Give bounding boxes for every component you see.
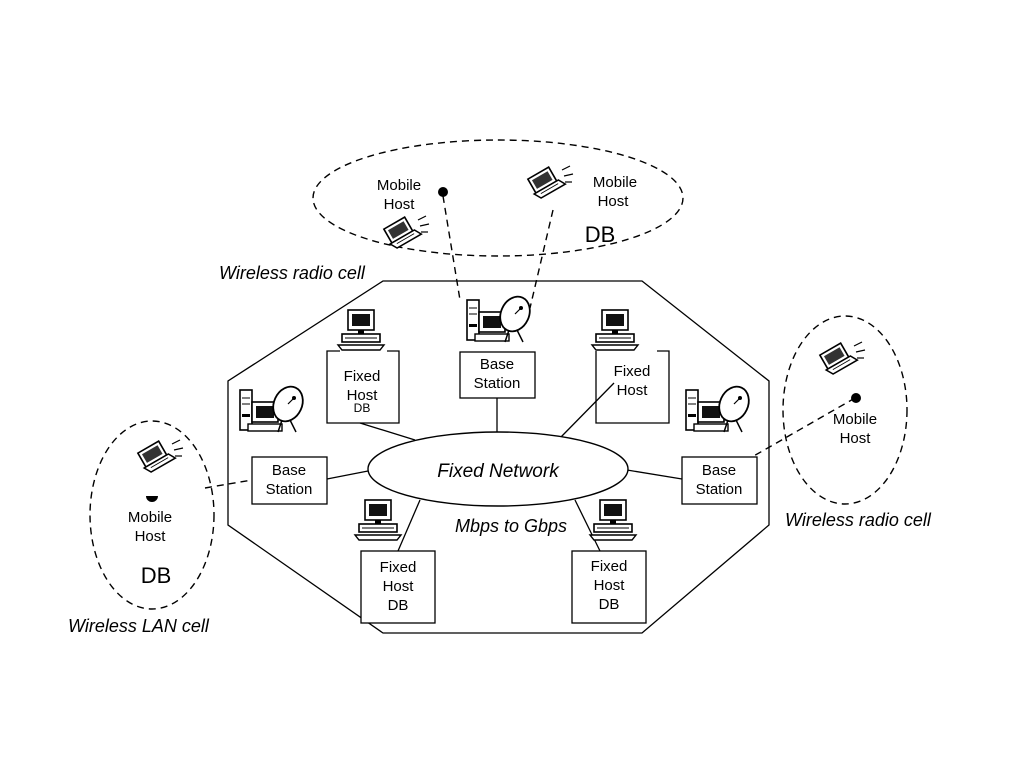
base-top-line1: Base [480,356,514,373]
satellite-dish-icon [239,380,310,433]
top-host-b-line2: Host [598,193,630,210]
desktop-computer-icon [354,499,402,541]
base-station-top: Base Station [459,290,537,399]
fixed-host-upper-left: Fixed Host DB [326,309,400,424]
desktop-computer-icon [337,309,385,351]
fixed-lr-line1: Fixed [591,558,628,575]
fixed-ur-line1: Fixed [614,363,651,380]
wireless-link-top-a [442,195,461,301]
base-left-line1: Base [272,462,306,479]
right-cell-content: Mobile Host Wireless radio cell [785,339,932,530]
fixed-ul-line1: Fixed [344,368,381,385]
antenna-dot [438,187,448,197]
left-host-line2: Host [135,528,167,545]
fixed-network-ellipse [367,431,629,507]
fixed-network-speed: Mbps to Gbps [455,516,567,536]
fixed-network-label: Fixed Network [437,461,560,482]
fixed-ul-db: DB [354,401,371,415]
antenna-dot [146,496,158,502]
top-host-a-line2: Host [384,196,416,213]
wireless-link-left [204,479,253,489]
antenna-dot [851,393,861,403]
right-host-line1: Mobile [833,411,877,428]
laptop-icon [525,163,574,201]
satellite-dish-icon [685,380,756,433]
link-fixed-ul [359,422,416,441]
fixed-ll-line2: Host [383,578,415,595]
fixed-ll-line1: Fixed [380,559,417,576]
top-host-b-line1: Mobile [593,174,637,191]
wireless-link-right [751,397,856,458]
link-fixed-lr [574,499,601,552]
right-cell-caption: Wireless radio cell [785,510,932,530]
top-cell-caption: Wireless radio cell [219,263,366,283]
desktop-computer-icon [589,499,637,541]
left-lan-cell [89,420,215,610]
fixed-ul-line2: Host [347,387,379,404]
top-radio-cell [312,139,684,257]
link-base-right [626,469,683,480]
right-radio-cell [782,315,908,505]
fixed-host-lower-right: Fixed Host DB [571,499,647,624]
fixed-host-lower-left: Fixed Host DB [354,499,436,624]
link-base-left [326,470,369,480]
laptop-icon [135,437,184,475]
base-right-line1: Base [702,462,736,479]
top-host-a-line1: Mobile [377,177,421,194]
desktop-computer-icon [591,309,639,351]
top-cell-db: DB [585,222,616,247]
left-cell-content: Mobile Host DB Wireless LAN cell [68,437,210,636]
laptop-icon [817,339,866,377]
base-top-line2: Station [474,375,521,392]
base-station-left: Base Station [239,380,328,505]
fixed-host-upper-right: Fixed Host [591,309,670,424]
fixed-ll-line3: DB [388,597,409,614]
wireless-link-top-b [529,209,554,309]
link-fixed-ll [397,499,421,552]
left-cell-db: DB [141,563,172,588]
base-station-right: Base Station [681,380,758,505]
top-cell-content: Mobile Host Mobile Host DB Wireless radi… [219,163,637,283]
link-fixed-ur [559,382,615,439]
base-right-line2: Station [696,481,743,498]
fixed-ur-line2: Host [617,382,649,399]
fixed-network-boundary [227,280,770,634]
satellite-dish-icon [466,290,537,343]
left-host-line1: Mobile [128,509,172,526]
fixed-lr-line3: DB [599,596,620,613]
right-host-line2: Host [840,430,872,447]
base-left-line2: Station [266,481,313,498]
fixed-lr-line2: Host [594,577,626,594]
left-cell-caption: Wireless LAN cell [68,616,210,636]
